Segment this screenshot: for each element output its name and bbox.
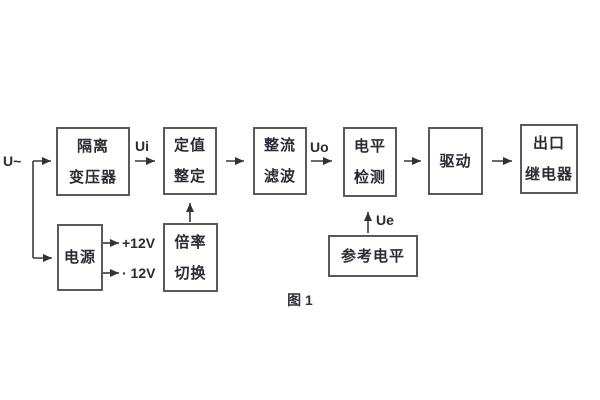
block-output-relay: 出口 继电器 — [520, 124, 578, 194]
block-reference-level: 参考电平 — [328, 235, 418, 277]
block-label: 隔离 — [76, 137, 109, 155]
block-power-supply: 电源 — [57, 224, 103, 291]
block-label: 电平 — [353, 138, 386, 155]
block-label: 继电器 — [524, 166, 573, 183]
block-label: 整定 — [173, 168, 206, 185]
block-label: 切换 — [174, 264, 207, 282]
block-label: 定值 — [173, 137, 206, 154]
block-label: 驱动 — [439, 152, 472, 170]
block-label: 参考电平 — [340, 247, 405, 265]
block-multiplier-switch: 倍率 切换 — [163, 223, 218, 292]
signal-label-minus-12v: · 12V — [122, 265, 156, 281]
block-label: 变压器 — [68, 168, 117, 186]
signal-label-plus-12v: +12V — [122, 235, 156, 251]
block-level-detection: 电平 检测 — [343, 127, 397, 197]
block-rectifier-filter: 整流 滤波 — [253, 127, 307, 195]
block-label: 整流 — [263, 137, 296, 154]
block-drive: 驱动 — [428, 127, 483, 195]
block-value-setting: 定值 整定 — [163, 127, 217, 195]
signal-label-ue: Ue — [376, 212, 394, 228]
block-label: 出口 — [532, 135, 565, 152]
block-label: 滤波 — [263, 168, 296, 185]
block-label: 检测 — [353, 169, 386, 186]
signal-label-ui: Ui — [135, 138, 149, 154]
signal-label-input-voltage: U~ — [3, 153, 22, 169]
block-isolation-transformer: 隔离 变压器 — [56, 127, 130, 196]
signal-label-uo: Uo — [310, 139, 329, 155]
figure-caption: 图 1 — [287, 292, 313, 308]
block-label: 倍率 — [174, 233, 207, 251]
block-label: 电源 — [63, 249, 96, 266]
